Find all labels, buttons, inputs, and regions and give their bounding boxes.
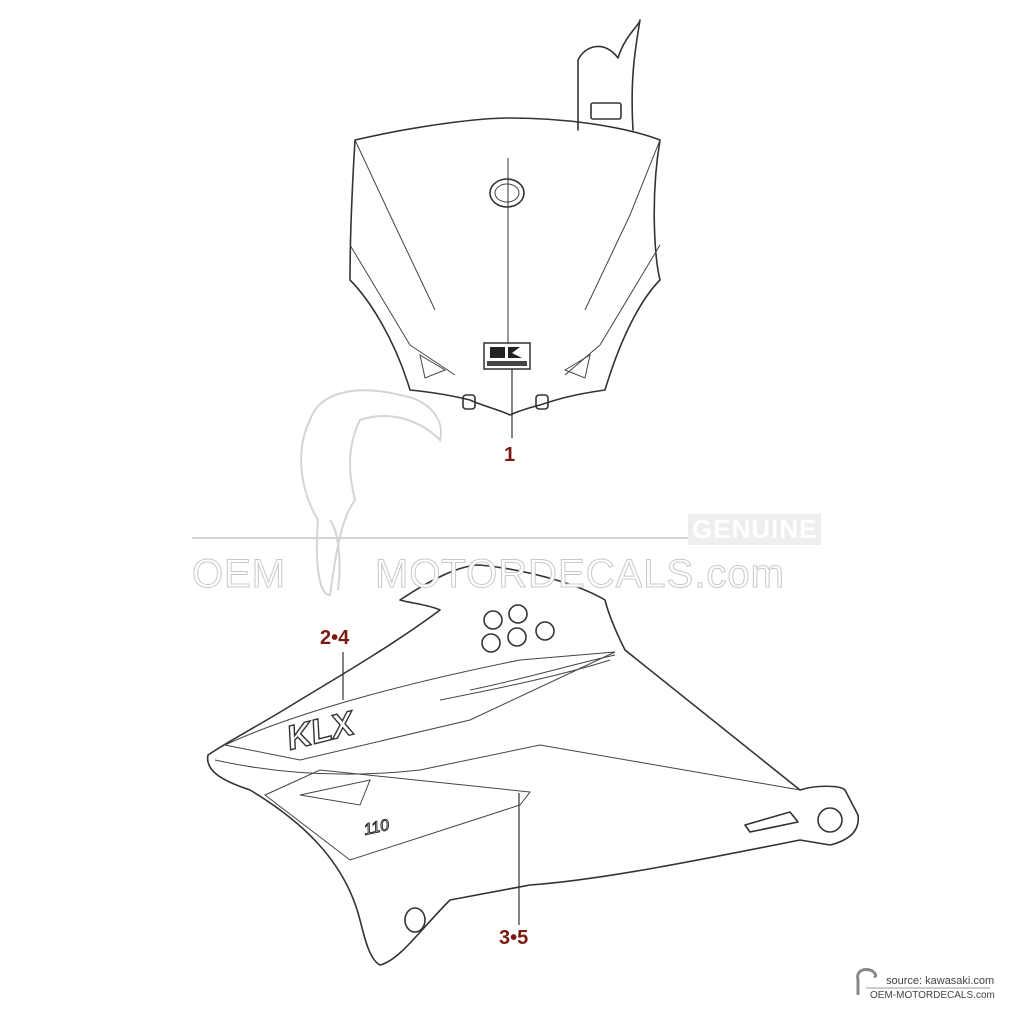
klx-decal-text: KLX bbox=[283, 704, 360, 758]
watermark-site-left: OEM bbox=[191, 552, 287, 597]
callout-part-2-4: 2•4 bbox=[320, 627, 350, 649]
watermark-genuine: GENUINE bbox=[688, 514, 822, 545]
callout-part-3-5: 3•5 bbox=[499, 927, 529, 949]
watermark-site-right: MOTORDECALS.com bbox=[375, 552, 785, 597]
110-decal-text: 110 bbox=[362, 817, 391, 839]
footer-site: OEM-MOTORDECALS.com bbox=[870, 990, 995, 1001]
number-plate-part bbox=[349, 19, 661, 438]
callout-part-1: 1 bbox=[504, 444, 516, 466]
footer-source: source: kawasaki.com bbox=[886, 975, 995, 987]
radiator-shroud-part: KLX 110 bbox=[206, 564, 859, 966]
watermark-bird-logo bbox=[300, 389, 442, 597]
